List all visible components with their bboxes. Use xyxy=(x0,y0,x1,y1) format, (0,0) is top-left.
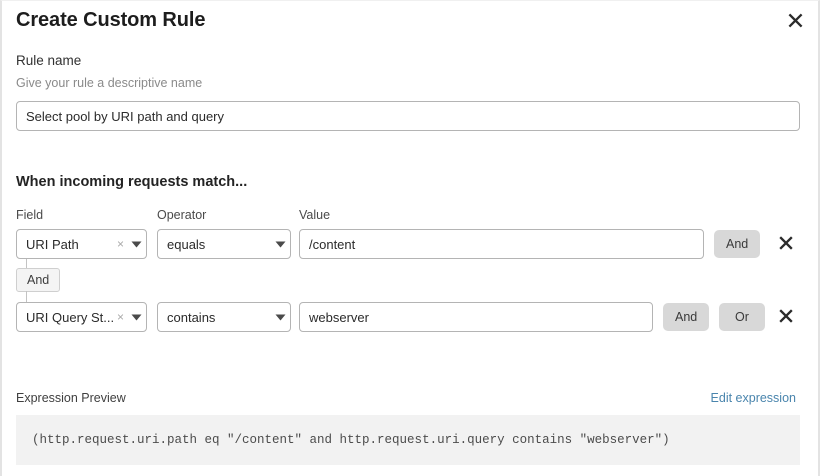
close-icon xyxy=(779,235,793,253)
value-input-1[interactable] xyxy=(299,302,653,332)
edit-expression-link[interactable]: Edit expression xyxy=(710,391,796,405)
value-input-0[interactable] xyxy=(299,229,704,259)
condition-row: URI Query St... × contains And Or xyxy=(2,302,818,332)
chevron-down-icon[interactable] xyxy=(270,314,290,321)
field-select-0[interactable]: URI Path × xyxy=(16,229,147,259)
expression-preview-text: (http.request.uri.path eq "/content" and… xyxy=(32,433,670,447)
delete-condition-button-row-0[interactable] xyxy=(774,231,798,257)
logic-connector-badge[interactable]: And xyxy=(16,268,61,292)
field-select-1-value: URI Query St... xyxy=(26,309,115,325)
chevron-down-icon[interactable] xyxy=(126,241,146,248)
delete-condition-button-row-1[interactable] xyxy=(774,304,798,330)
rule-name-input[interactable] xyxy=(16,101,800,131)
field-select-1[interactable]: URI Query St... × xyxy=(16,302,147,332)
expression-preview-box: (http.request.uri.path eq "/content" and… xyxy=(16,415,800,465)
column-header-value: Value xyxy=(299,208,331,222)
clear-icon[interactable]: × xyxy=(116,237,124,251)
close-button[interactable] xyxy=(782,7,808,33)
clear-icon[interactable]: × xyxy=(116,310,124,324)
operator-select-1-value: contains xyxy=(167,309,216,325)
and-button-row-1[interactable]: And xyxy=(663,303,710,331)
connector-line-top xyxy=(26,259,27,270)
column-header-field: Field xyxy=(16,208,44,222)
column-header-operator: Operator xyxy=(157,208,207,222)
operator-select-0[interactable]: equals xyxy=(157,229,291,259)
operator-select-1[interactable]: contains xyxy=(157,302,291,332)
operator-select-0-value: equals xyxy=(167,236,206,252)
page-title: Create Custom Rule xyxy=(16,9,206,31)
or-button-row-1[interactable]: Or xyxy=(719,303,765,331)
rule-name-help-text: Give your rule a descriptive name xyxy=(16,76,203,90)
chevron-down-icon[interactable] xyxy=(126,314,146,321)
expression-preview-label: Expression Preview xyxy=(16,391,126,405)
close-icon xyxy=(779,308,793,326)
rule-name-label: Rule name xyxy=(16,53,82,68)
close-icon xyxy=(788,13,803,28)
field-select-0-value: URI Path xyxy=(26,236,79,252)
chevron-down-icon[interactable] xyxy=(270,241,290,248)
and-button-row-0[interactable]: And xyxy=(714,230,761,258)
match-section-heading: When incoming requests match... xyxy=(16,174,248,190)
condition-row: URI Path × equals And xyxy=(2,229,818,259)
connector-line-bottom xyxy=(26,291,27,302)
